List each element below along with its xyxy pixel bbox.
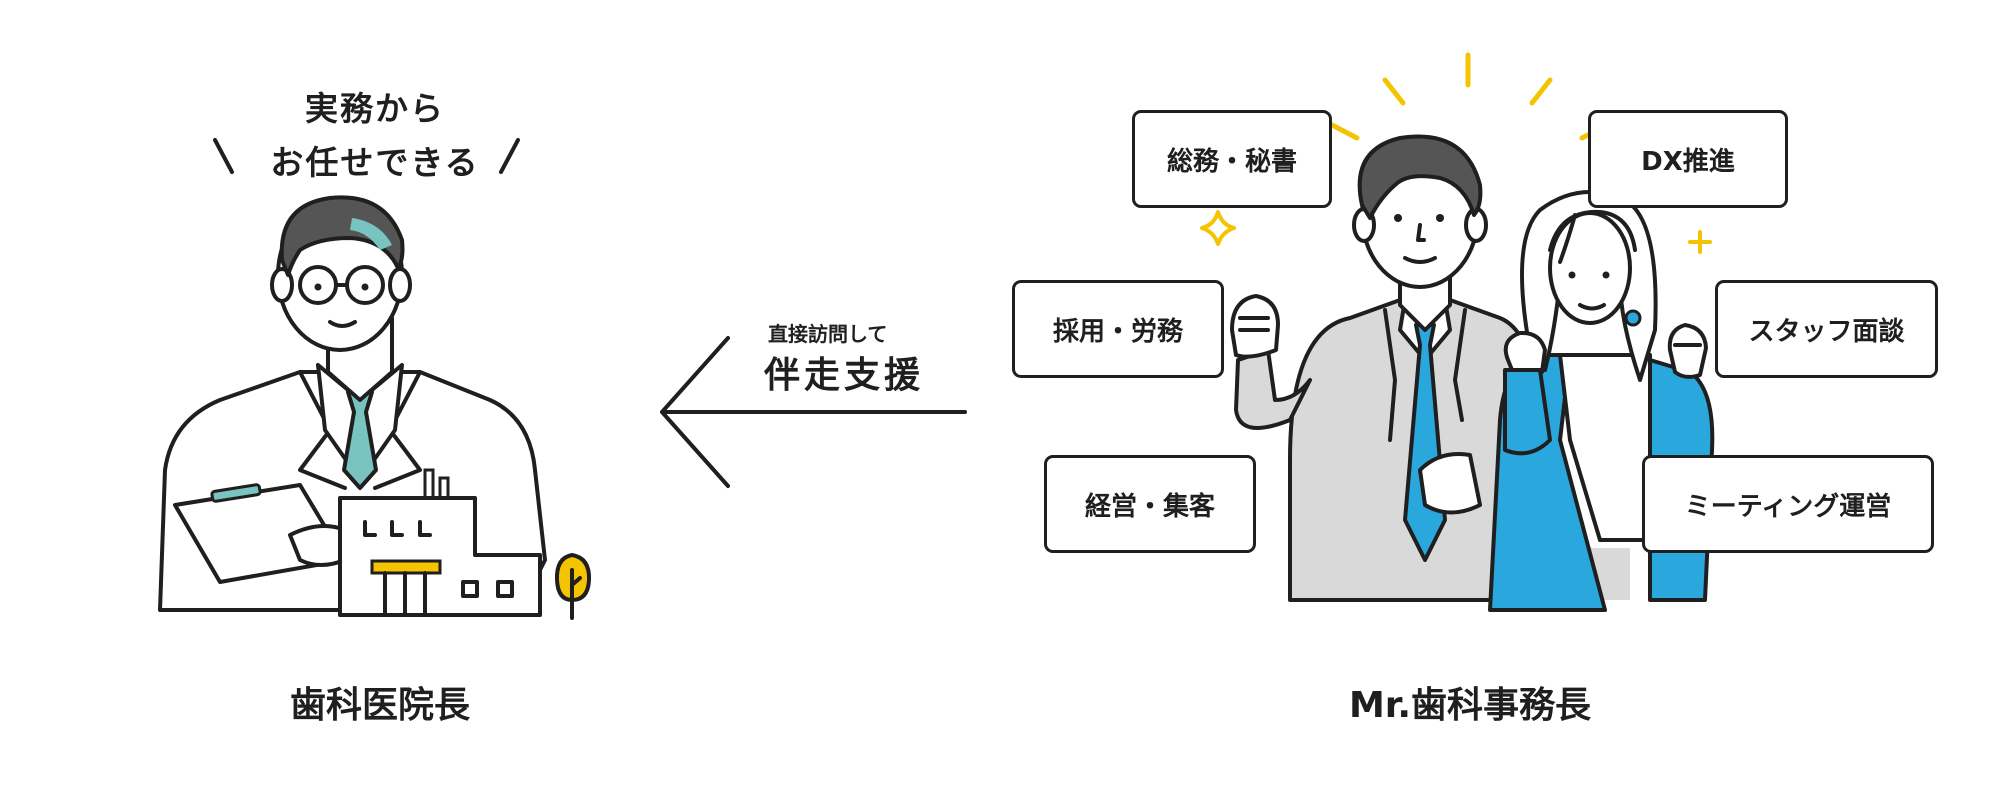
task-label: 採用・労務 bbox=[1052, 316, 1183, 347]
arrow-subtext: 直接訪問して bbox=[768, 322, 888, 346]
headline-line-2: お任せできる bbox=[270, 143, 480, 182]
task-box-recruitment: 採用・労務 bbox=[1012, 280, 1224, 378]
arrow-left-icon bbox=[660, 336, 967, 488]
task-label: ミーティング運営 bbox=[1684, 491, 1892, 522]
managers-illustration bbox=[1200, 52, 1715, 612]
plus-icon bbox=[1688, 230, 1712, 254]
task-box-management: 経営・集客 bbox=[1044, 455, 1256, 553]
dentist-illustration bbox=[158, 195, 592, 620]
tree-icon bbox=[554, 553, 592, 620]
sparkle-icon bbox=[1200, 210, 1236, 246]
task-label: 総務・秘書 bbox=[1166, 146, 1297, 177]
task-label: スタッフ面談 bbox=[1748, 316, 1905, 347]
task-box-general-affairs: 総務・秘書 bbox=[1132, 110, 1332, 208]
task-box-staff-interview: スタッフ面談 bbox=[1715, 280, 1938, 378]
task-box-dx: DX推進 bbox=[1588, 110, 1788, 208]
task-label: 経営・集客 bbox=[1084, 491, 1215, 522]
arrow-main-text: 伴走支援 bbox=[764, 355, 925, 396]
task-box-meeting: ミーティング運営 bbox=[1642, 455, 1934, 553]
headline-line-1: 実務から bbox=[305, 89, 445, 128]
building-icon bbox=[338, 496, 542, 617]
dentist-caption: 歯科医院長 bbox=[289, 685, 470, 726]
office-manager-caption: Mr.歯科事務長 bbox=[1348, 685, 1592, 726]
task-label: DX推進 bbox=[1641, 146, 1735, 177]
